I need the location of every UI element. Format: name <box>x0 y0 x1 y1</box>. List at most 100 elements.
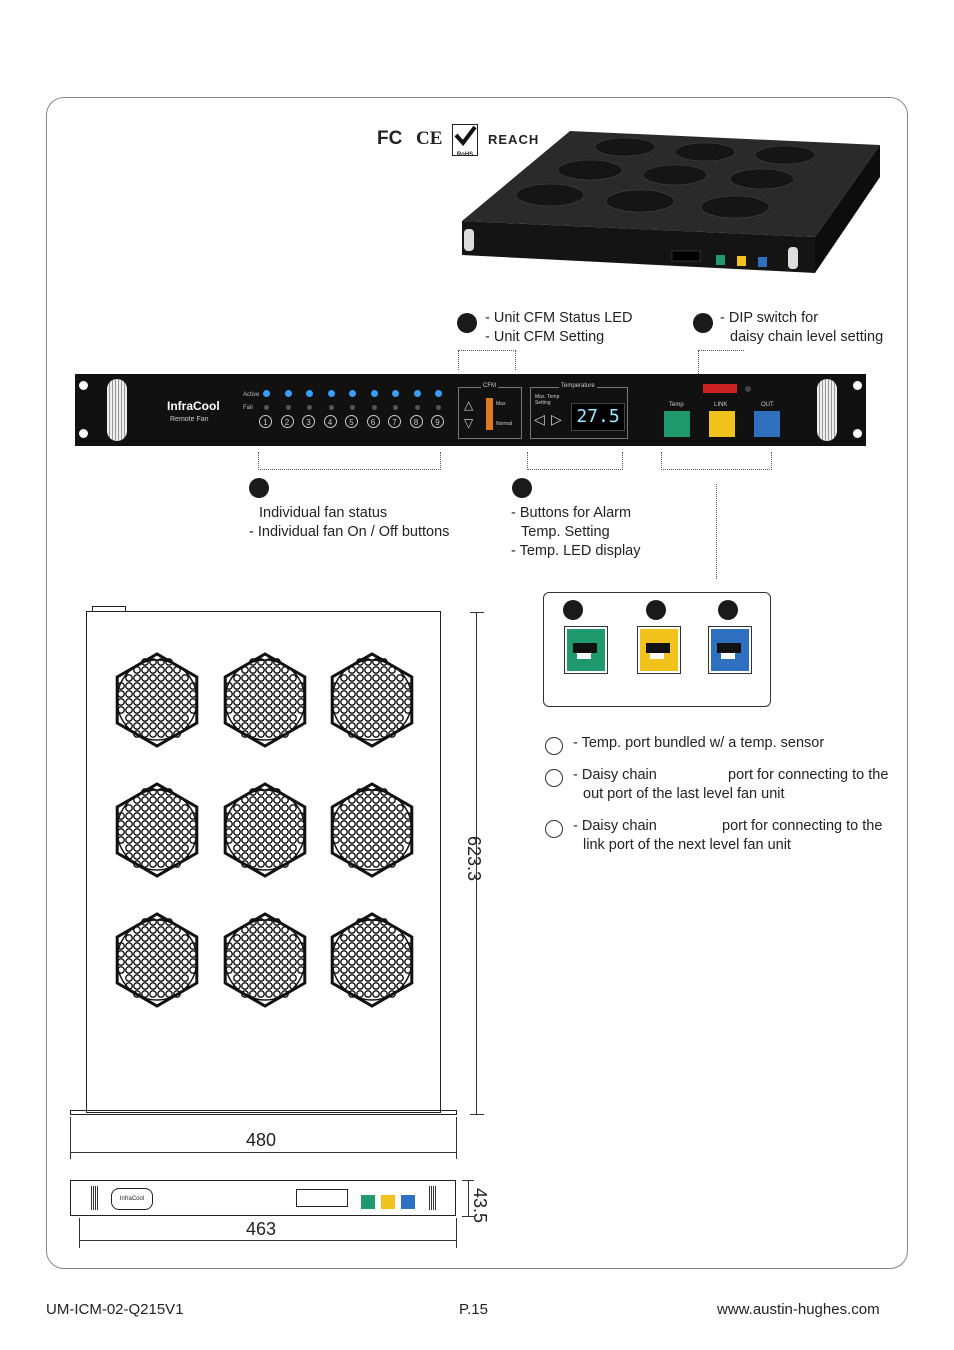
active-label: Active <box>243 392 260 398</box>
fan-toggle-button[interactable]: 1 <box>259 415 272 428</box>
width-inner-dimension: 463 <box>246 1219 277 1239</box>
link-port-desc-2: out port of the last level fan unit <box>583 786 785 802</box>
cfm-down-button[interactable]: ▽ <box>464 416 474 430</box>
callout-alarm-2: Temp. Setting <box>521 524 610 540</box>
rohs-label: RoHS <box>456 152 474 158</box>
depth-tick-bottom <box>470 1114 484 1115</box>
out-port[interactable] <box>754 411 780 437</box>
fc-mark: FC <box>377 128 403 149</box>
fan-toggle-button[interactable]: 6 <box>366 415 380 428</box>
depth-tick-top <box>470 612 484 613</box>
left-handle[interactable] <box>107 379 127 441</box>
temp-port-desc: - Temp. port bundled w/ a temp. sensor <box>573 735 825 751</box>
callout-cfm-1: - Unit CFM Status LED <box>485 310 633 326</box>
ce-mark: CE <box>416 128 443 149</box>
fan-grille <box>115 782 199 878</box>
top-view-drawing <box>86 611 441 1113</box>
temp-port[interactable] <box>664 411 690 437</box>
fan-fail-led <box>328 405 334 410</box>
callout-alarm-1: - Buttons for Alarm <box>511 505 632 521</box>
fan-toggle-button[interactable]: 5 <box>345 415 358 428</box>
fan-active-led <box>370 390 378 397</box>
fan-active-led <box>435 390 442 397</box>
temp-led-display: 27.5 <box>571 403 625 431</box>
fan-grille <box>330 912 414 1008</box>
fan-active-led <box>306 390 313 397</box>
page-frame <box>46 97 908 1269</box>
rohs-mark: RoHS <box>452 124 478 158</box>
front-view-temp-port <box>361 1195 375 1209</box>
out-port-desc-1: - Daisy chain <box>573 818 657 834</box>
leader-temp <box>527 452 623 470</box>
link-port-detail <box>637 626 681 674</box>
fan-toggle-button[interactable]: 2 <box>280 415 294 428</box>
port-ring-link <box>545 769 563 787</box>
leader-fans <box>258 452 441 470</box>
fan-fail-led <box>264 405 269 410</box>
link-port[interactable] <box>709 411 735 437</box>
leader-ports-vertical <box>716 484 717 579</box>
width-outer-ext-right <box>456 1117 457 1159</box>
callout-marker-alarm <box>512 478 532 498</box>
dip-switch[interactable] <box>703 384 737 393</box>
fan-active-led <box>263 390 270 397</box>
fan-grille <box>223 782 307 878</box>
doc-id: UM-ICM-02-Q215V1 <box>46 1301 184 1318</box>
fan-toggle-button[interactable]: 8 <box>409 415 423 428</box>
fan-grille <box>330 782 414 878</box>
callout-marker-dip <box>693 313 713 333</box>
fan-fail-led <box>436 405 441 410</box>
leader-ports <box>661 452 772 470</box>
temp-right-button[interactable]: ▷ <box>551 411 562 427</box>
callout-dip-2: daisy chain level setting <box>730 329 884 345</box>
rack-hole <box>853 381 862 390</box>
width-inner-line <box>79 1240 456 1241</box>
website-link[interactable]: www.austin-hughes.com <box>717 1301 880 1318</box>
fan-active-led <box>413 390 421 397</box>
right-handle[interactable] <box>817 379 837 441</box>
fan-fail-led <box>307 405 312 410</box>
port-temp-label: Temp <box>669 402 684 408</box>
fan-active-led <box>327 390 335 397</box>
front-view-brand: InfraCool <box>111 1188 153 1210</box>
fan-toggle-button[interactable]: 3 <box>302 415 315 428</box>
cfm-max-label: Max <box>496 401 506 407</box>
width-outer-line <box>70 1152 456 1153</box>
temp-left-button[interactable]: ◁ <box>534 411 545 427</box>
width-outer-ext-left <box>70 1117 71 1159</box>
fan-active-led <box>284 390 292 397</box>
cfm-normal-label: Normal <box>496 421 513 427</box>
max-temp-setting-label: Max. Temp Setting <box>535 394 560 406</box>
fan-toggle-button[interactable]: 4 <box>323 415 337 428</box>
width-outer-dimension: 480 <box>246 1130 277 1150</box>
fan-toggle-button[interactable]: 7 <box>388 415 401 428</box>
fan-toggle-button[interactable]: 9 <box>431 415 444 428</box>
rack-hole <box>853 429 862 438</box>
fan-fail-led <box>393 405 398 410</box>
cfm-up-button[interactable]: △ <box>464 398 474 412</box>
product-photo <box>462 131 880 273</box>
height-dim-line <box>468 1180 469 1216</box>
fan-grille <box>223 912 307 1008</box>
check-icon <box>454 125 477 147</box>
leader-cfm <box>458 350 516 370</box>
port-marker-temp <box>563 600 583 620</box>
width-inner-ext-right <box>456 1218 457 1248</box>
front-view-display <box>296 1189 348 1207</box>
model-label: Remote Fan <box>170 416 209 423</box>
brand-label: InfraCool <box>167 399 220 413</box>
depth-dim-line <box>476 612 477 1114</box>
rack-hole <box>79 381 88 390</box>
page-number: P.15 <box>459 1301 488 1318</box>
fan-grille <box>115 652 199 748</box>
callout-fan-1: Individual fan status <box>259 505 388 521</box>
temp-port-detail <box>564 626 608 674</box>
height-tick-bottom <box>462 1216 474 1217</box>
cfm-status-led <box>486 398 493 430</box>
fan-fail-led <box>414 405 420 410</box>
fan-fail-led <box>350 405 355 410</box>
port-link-label: LINK <box>714 402 728 408</box>
rack-hole <box>79 429 88 438</box>
leader-dip <box>698 350 744 378</box>
